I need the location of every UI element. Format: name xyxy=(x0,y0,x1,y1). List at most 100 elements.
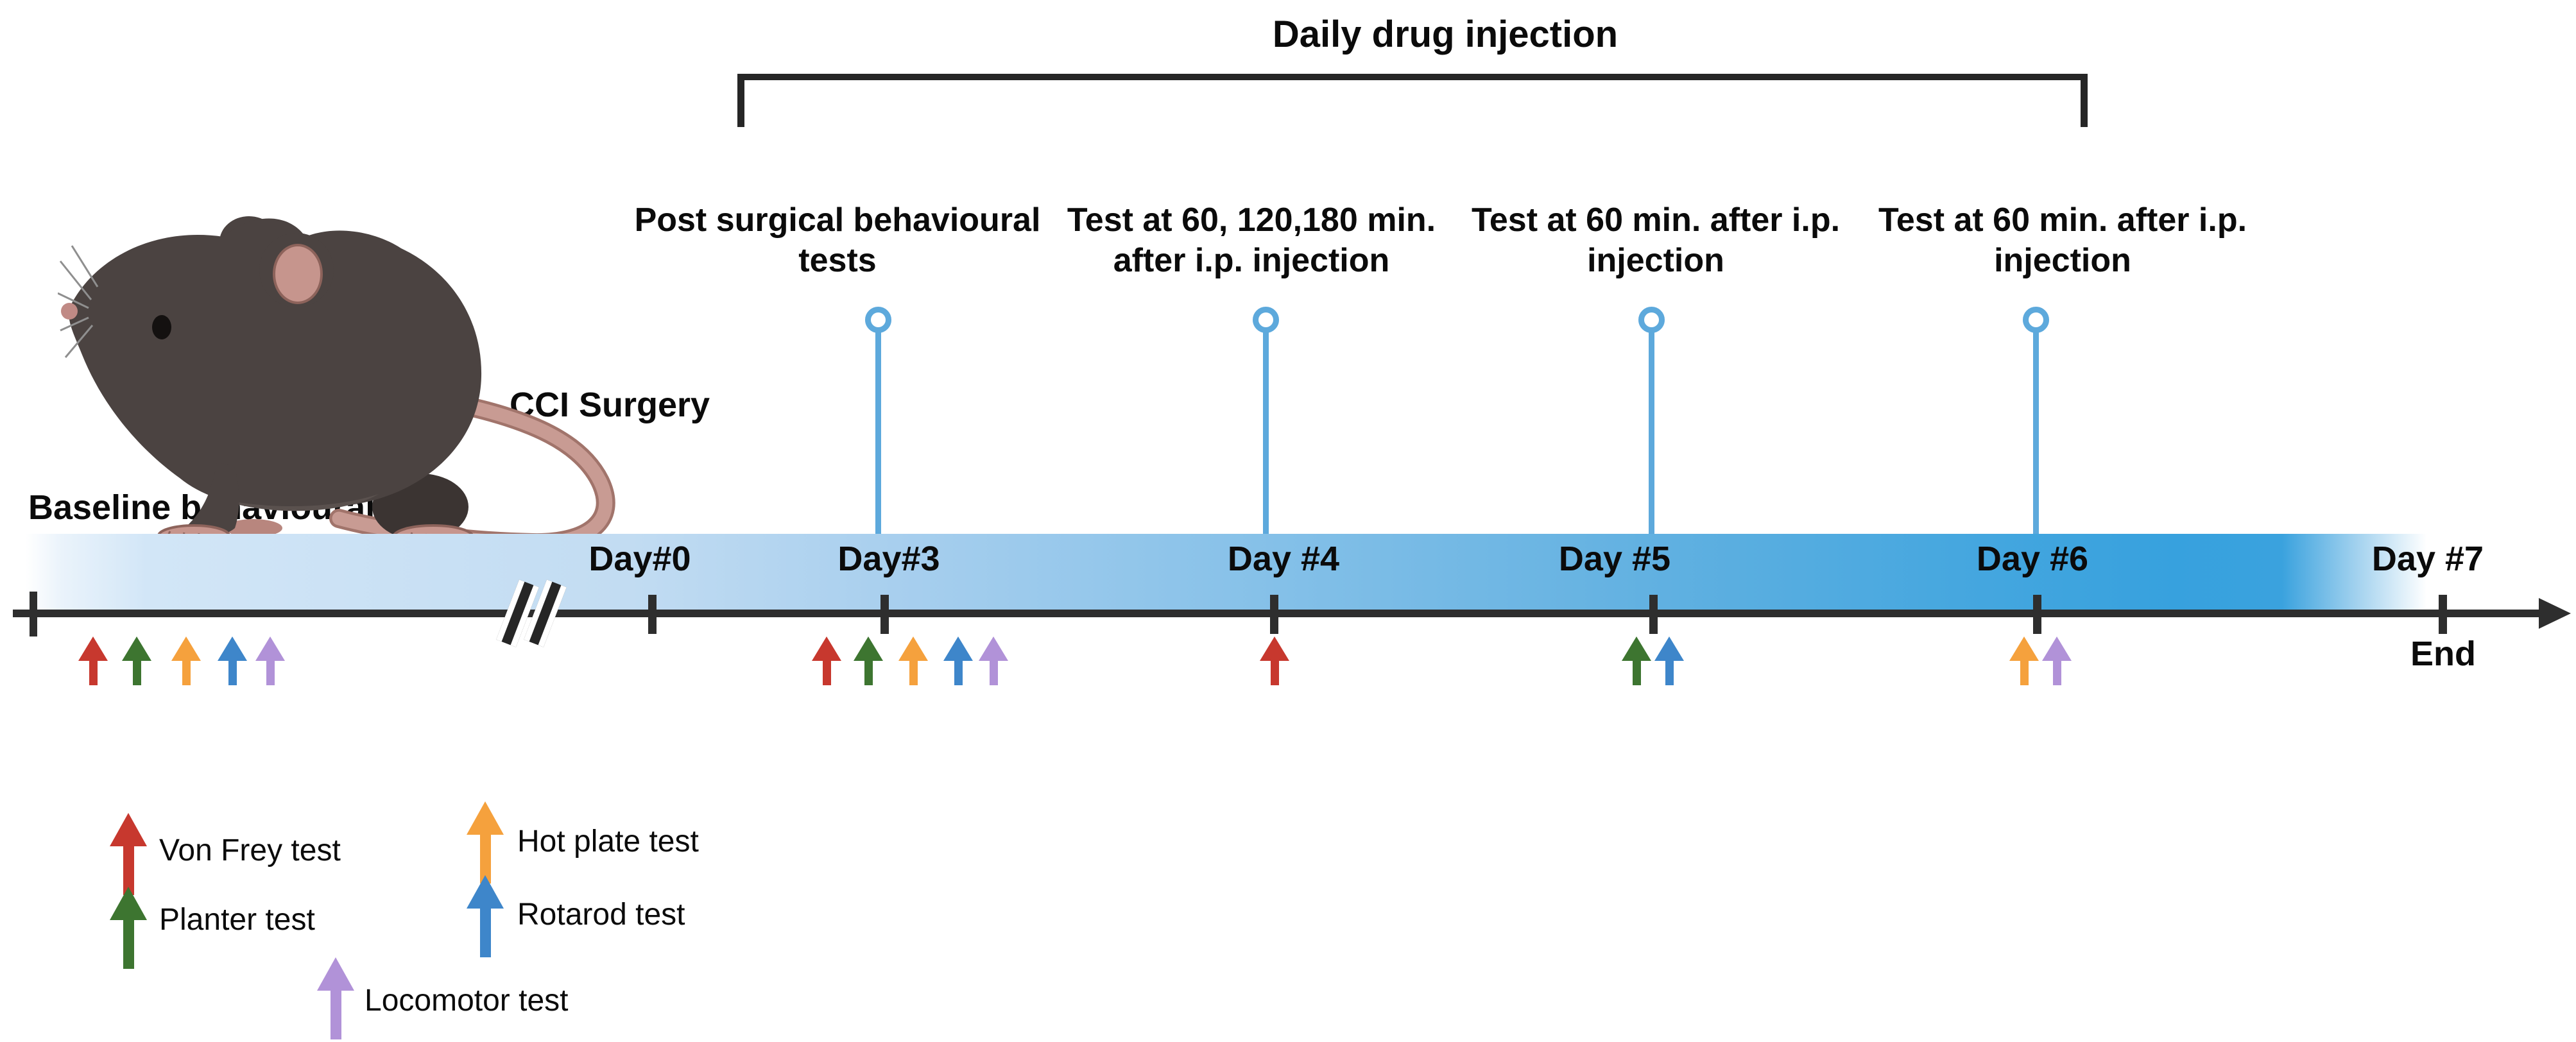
arrow-head xyxy=(255,636,285,661)
annotation-line2: tests xyxy=(798,242,877,279)
arrow-shaft xyxy=(182,661,191,685)
lollipop-circle-icon-3 xyxy=(1638,306,1665,333)
day-label-5: Day #7 xyxy=(2371,540,2484,578)
event-arrow-rotarod-icon xyxy=(943,636,973,685)
annotation-label-3: Test at 60 min. after i.p.injection xyxy=(1472,200,1840,281)
tick-mark-3 xyxy=(880,595,889,634)
annotation-line2: after i.p. injection xyxy=(1113,242,1390,279)
arrow-shaft xyxy=(266,661,275,685)
arrow-shaft xyxy=(1270,661,1279,685)
arrow-head xyxy=(317,957,354,991)
arrow-head xyxy=(2009,636,2039,661)
arrow-head xyxy=(171,636,201,661)
tick-mark-7 xyxy=(2438,595,2447,634)
legend-label-planter: Planter test xyxy=(159,903,315,937)
legend-label-von_frey: Von Frey test xyxy=(159,833,341,867)
mouse-icon xyxy=(58,216,615,553)
cci-surgery-label: CCI Surgery xyxy=(509,386,710,424)
arrow-shaft xyxy=(1665,661,1674,685)
arrow-head xyxy=(943,636,973,661)
bracket-left-leg xyxy=(737,74,744,127)
lollipop-stem-4 xyxy=(2032,330,2039,534)
arrow-shaft xyxy=(123,846,134,895)
annotation-line2: injection xyxy=(1587,242,1724,279)
legend-label-rotarod: Rotarod test xyxy=(517,898,685,932)
tick-mark-4 xyxy=(1269,595,1278,634)
arrow-head xyxy=(812,636,841,661)
tick-mark-5 xyxy=(1649,595,1658,634)
tick-mark-6 xyxy=(2032,595,2041,634)
arrow-head xyxy=(1260,636,1289,661)
axis-arrowhead-icon xyxy=(2539,598,2571,629)
arrow-shaft xyxy=(89,661,98,685)
event-arrow-hot_plate-icon xyxy=(2009,636,2039,685)
event-arrow-von_frey-icon xyxy=(78,636,108,685)
day-label-3: Day #5 xyxy=(1558,540,1671,578)
arrow-head xyxy=(898,636,928,661)
arrow-shaft xyxy=(479,909,491,957)
bracket-top-bar xyxy=(737,74,2088,80)
event-arrow-hot_plate-icon xyxy=(171,636,201,685)
event-arrow-locomotor-icon xyxy=(2042,636,2072,685)
legend-arrow-locomotor-icon xyxy=(317,957,354,1039)
day-label-0: Day#0 xyxy=(588,540,691,578)
tick-mark-0 xyxy=(648,595,657,634)
arrow-head xyxy=(1654,636,1684,661)
figure-title: Daily drug injection xyxy=(1272,13,1619,55)
arrow-shaft xyxy=(2052,661,2061,685)
annotation-label-2: Test at 60, 120,180 min.after i.p. injec… xyxy=(1067,200,1436,281)
arrow-shaft xyxy=(2020,661,2029,685)
lollipop-stem-1 xyxy=(875,330,881,534)
lollipop-stem-2 xyxy=(1262,330,1269,534)
arrow-shaft xyxy=(954,661,963,685)
arrow-head xyxy=(110,813,147,846)
event-arrow-planter-icon xyxy=(122,636,151,685)
arrow-head xyxy=(78,636,108,661)
event-arrow-planter-icon xyxy=(854,636,883,685)
legend-label-hot_plate: Hot plate test xyxy=(517,824,699,858)
event-arrow-locomotor-icon xyxy=(255,636,285,685)
event-arrow-locomotor-icon xyxy=(979,636,1008,685)
legend-arrow-hot_plate-icon xyxy=(467,801,504,884)
arrow-shaft xyxy=(989,661,998,685)
arrow-head xyxy=(218,636,247,661)
lollipop-circle-icon-2 xyxy=(1252,306,1279,333)
event-arrow-planter-icon xyxy=(1622,636,1651,685)
annotation-line1: Test at 60, 120,180 min. xyxy=(1067,201,1436,239)
annotation-label-4: Test at 60 min. after i.p.injection xyxy=(1878,200,2247,281)
lollipop-circle-icon-1 xyxy=(864,306,891,333)
annotation-line1: Post surgical behavioural xyxy=(634,201,1041,239)
event-arrow-rotarod-icon xyxy=(218,636,247,685)
arrow-shaft xyxy=(123,920,134,969)
axis-start-cap xyxy=(30,592,37,636)
annotation-line2: injection xyxy=(1994,242,2131,279)
event-arrow-rotarod-icon xyxy=(1654,636,1684,685)
arrow-head xyxy=(2042,636,2072,661)
arrow-shaft xyxy=(864,661,873,685)
event-arrow-hot_plate-icon xyxy=(898,636,928,685)
arrow-shaft xyxy=(1632,661,1641,685)
arrow-head xyxy=(110,887,147,920)
arrow-shaft xyxy=(479,835,491,884)
day-label-4: Day #6 xyxy=(1976,540,2089,578)
bracket-right-leg xyxy=(2081,74,2088,127)
arrow-head xyxy=(979,636,1008,661)
arrow-shaft xyxy=(228,661,237,685)
arrow-shaft xyxy=(330,991,341,1039)
day-label-2: Day #4 xyxy=(1227,540,1340,578)
arrow-head xyxy=(1622,636,1651,661)
legend-arrow-planter-icon xyxy=(110,887,147,969)
arrow-head xyxy=(854,636,883,661)
arrow-shaft xyxy=(822,661,831,685)
arrow-shaft xyxy=(132,661,141,685)
event-arrow-von_frey-icon xyxy=(812,636,841,685)
arrow-head xyxy=(122,636,151,661)
arrow-head xyxy=(467,875,504,909)
legend-arrow-von_frey-icon xyxy=(110,813,147,895)
annotation-line1: Test at 60 min. after i.p. xyxy=(1878,201,2247,239)
annotation-line1: Test at 60 min. after i.p. xyxy=(1471,201,1841,239)
arrow-head xyxy=(467,801,504,835)
lollipop-stem-3 xyxy=(1648,330,1654,534)
